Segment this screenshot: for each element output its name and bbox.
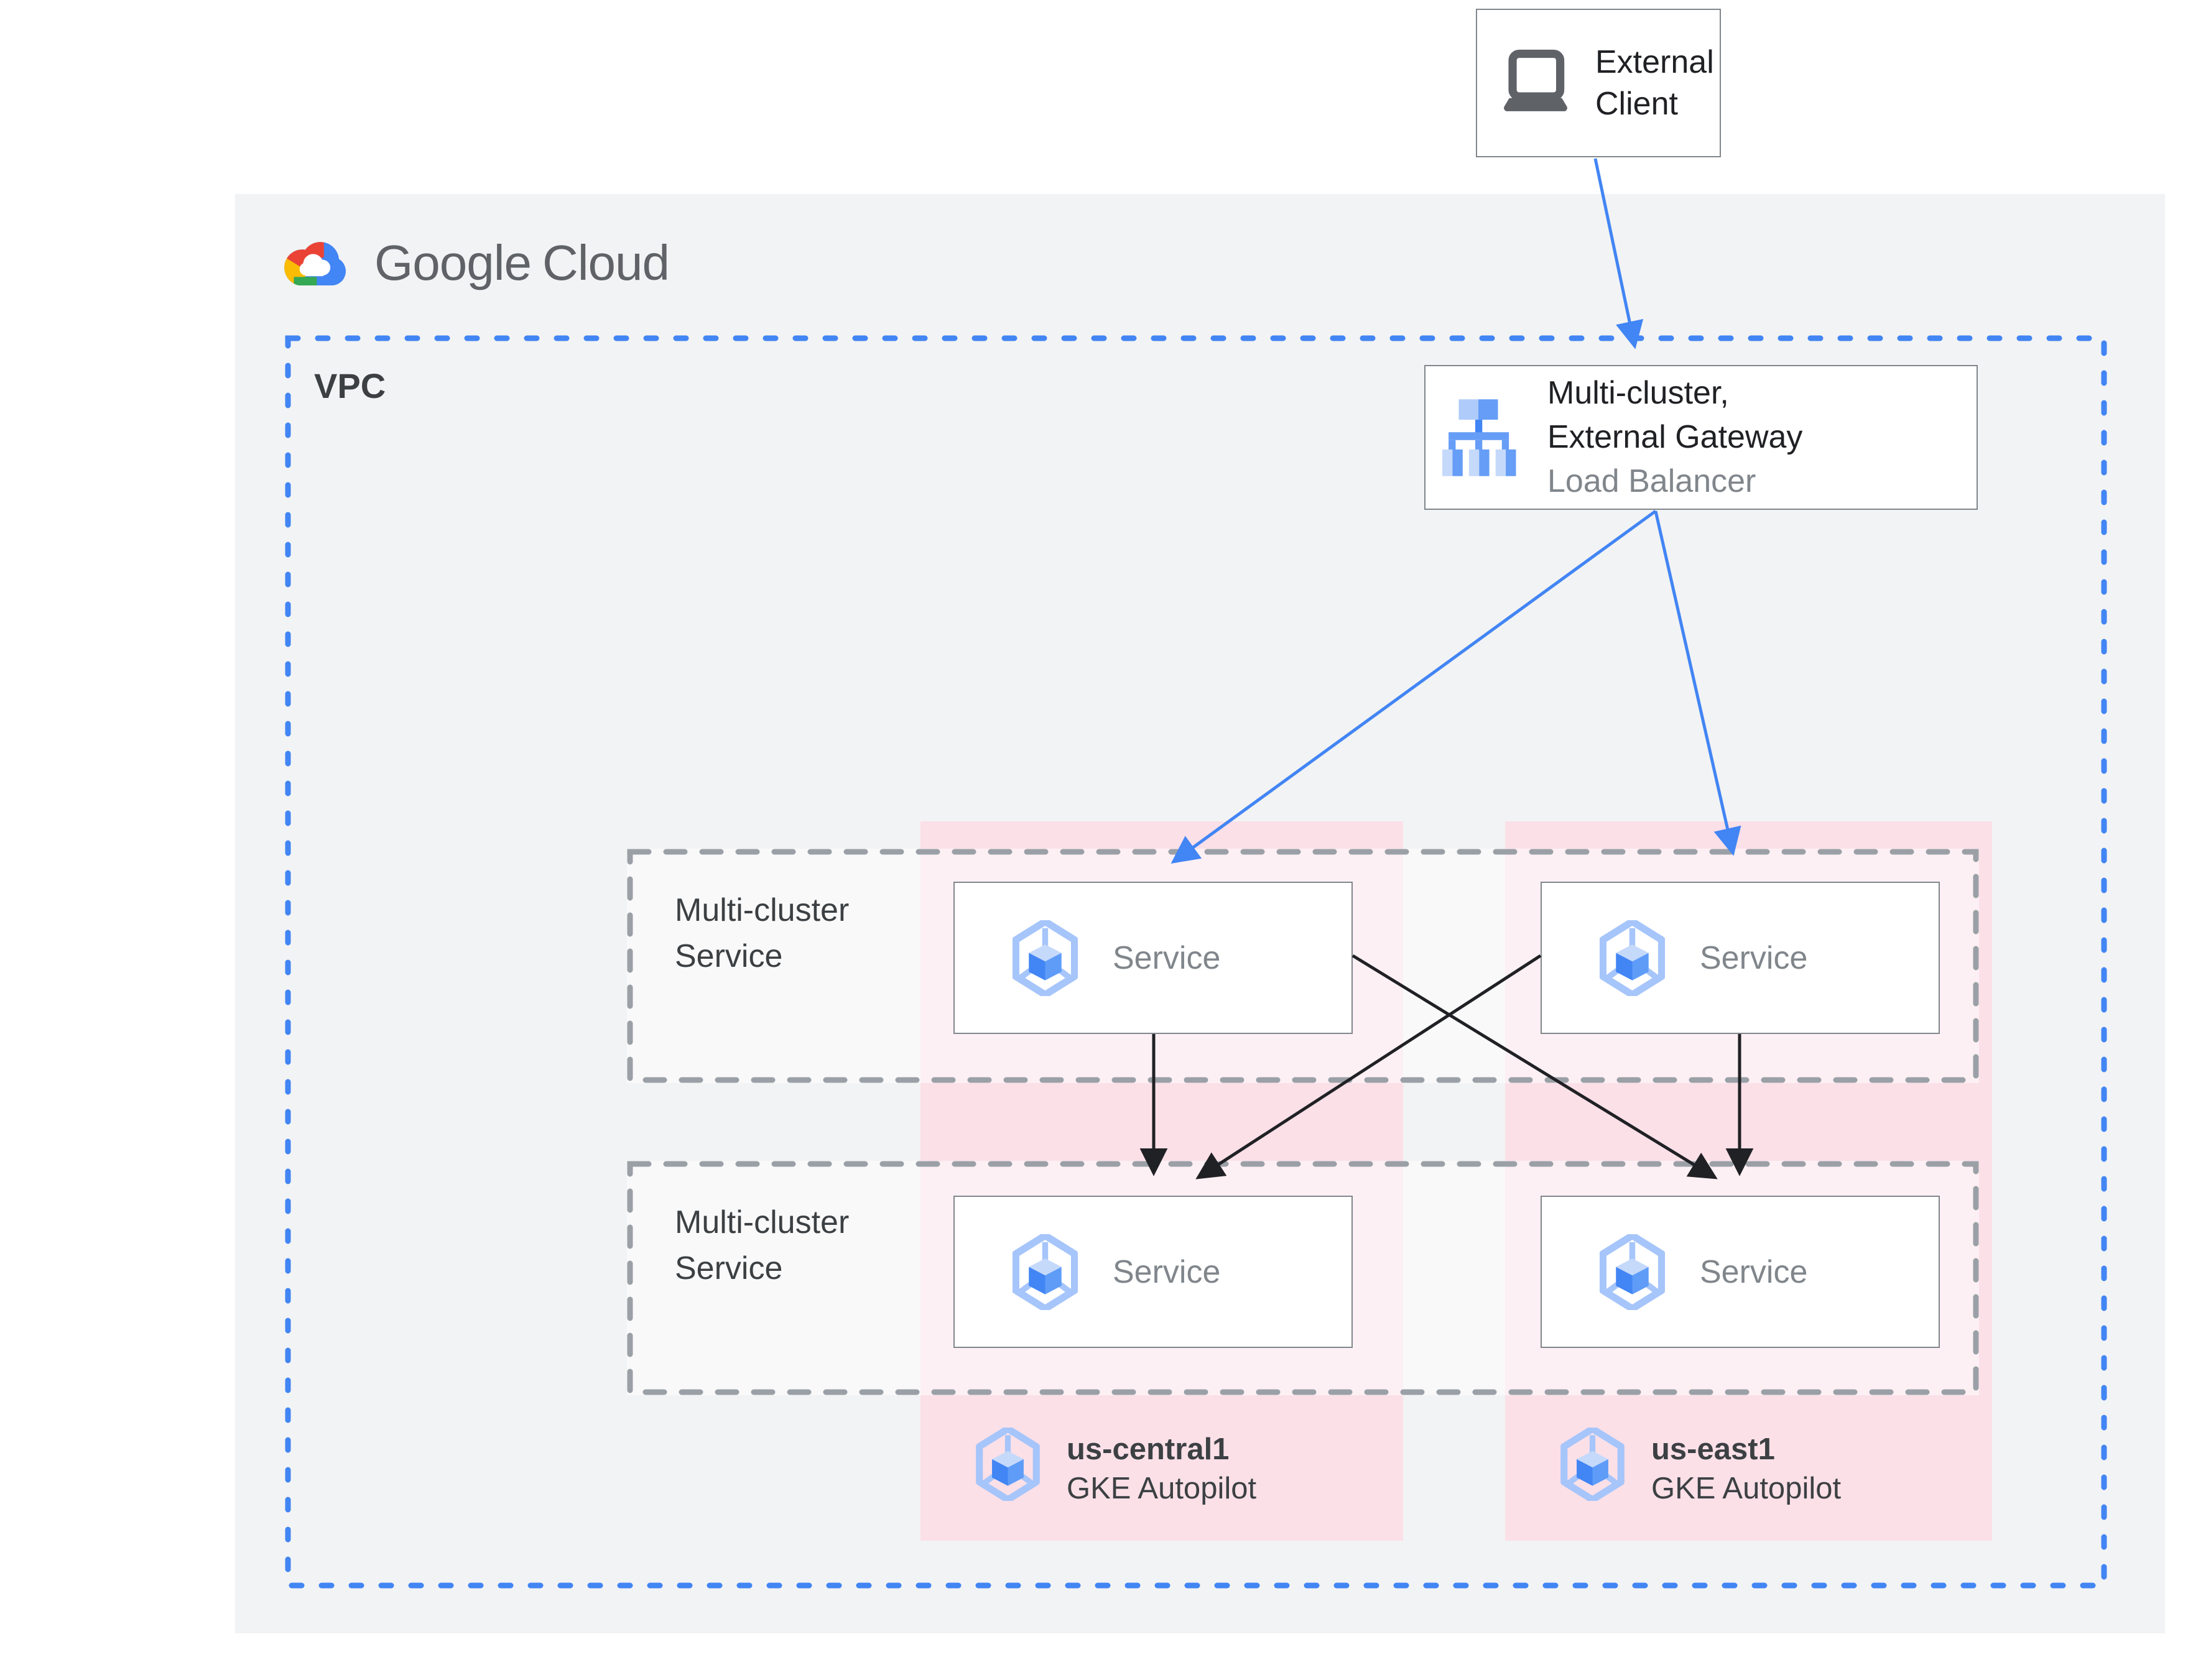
- region-label-us-central1: us-central1 GKE Autopilot: [975, 1428, 1256, 1508]
- vpc-label: VPC: [314, 366, 386, 405]
- region-text: us-central1 GKE Autopilot: [1067, 1430, 1256, 1508]
- gateway-line1: Multi-cluster,: [1547, 375, 1729, 411]
- mcs1-line2: Service: [675, 938, 783, 974]
- region-name: us-central1: [1067, 1433, 1230, 1466]
- multi-cluster-service-label-2: Multi-cluster Service: [675, 1199, 849, 1291]
- service-box-us-central1-top: Service: [953, 882, 1353, 1034]
- gateway-load-balancer-box: Multi-cluster, External Gateway Load Bal…: [1424, 365, 1978, 510]
- load-balancer-icon: [1442, 399, 1516, 476]
- client-line1: External: [1595, 44, 1714, 80]
- logo-word-google: Google: [374, 235, 532, 290]
- gke-service-icon: [1600, 1234, 1665, 1310]
- gke-cluster-icon: [1560, 1428, 1625, 1501]
- service-label: Service: [1113, 939, 1221, 976]
- region-text: us-east1 GKE Autopilot: [1651, 1430, 1841, 1508]
- service-box-us-east1-top: Service: [1541, 882, 1940, 1034]
- mcs1-line1: Multi-cluster: [675, 892, 850, 928]
- gke-service-icon: [1013, 1234, 1078, 1310]
- gateway-text: Multi-cluster, External Gateway Load Bal…: [1547, 371, 1802, 504]
- service-box-us-central1-bottom: Service: [953, 1196, 1353, 1348]
- external-client-text: External Client: [1595, 42, 1714, 125]
- region-label-us-east1: us-east1 GKE Autopilot: [1560, 1428, 1841, 1508]
- region-platform: GKE Autopilot: [1067, 1472, 1257, 1505]
- mcs2-line1: Multi-cluster: [675, 1204, 850, 1240]
- gateway-subtitle: Load Balancer: [1547, 463, 1756, 499]
- client-line2: Client: [1595, 85, 1678, 122]
- region-name: us-east1: [1651, 1433, 1775, 1466]
- logo-word-cloud: Cloud: [542, 235, 670, 290]
- service-label: Service: [1700, 1253, 1808, 1290]
- external-client-box: External Client: [1476, 9, 1721, 157]
- gke-service-icon: [1600, 920, 1665, 996]
- region-platform: GKE Autopilot: [1651, 1472, 1842, 1505]
- service-label: Service: [1113, 1253, 1221, 1290]
- gke-service-icon: [1013, 920, 1078, 996]
- gke-cluster-icon: [975, 1428, 1041, 1501]
- mcs2-line2: Service: [675, 1250, 783, 1286]
- service-label: Service: [1700, 939, 1808, 976]
- gateway-line2: External Gateway: [1547, 419, 1803, 455]
- laptop-icon: [1495, 45, 1577, 121]
- service-box-us-east1-bottom: Service: [1541, 1196, 1940, 1348]
- dashed-border: [627, 1161, 1979, 1395]
- multi-cluster-service-label-1: Multi-cluster Service: [675, 887, 849, 979]
- google-cloud-icon: [279, 233, 352, 294]
